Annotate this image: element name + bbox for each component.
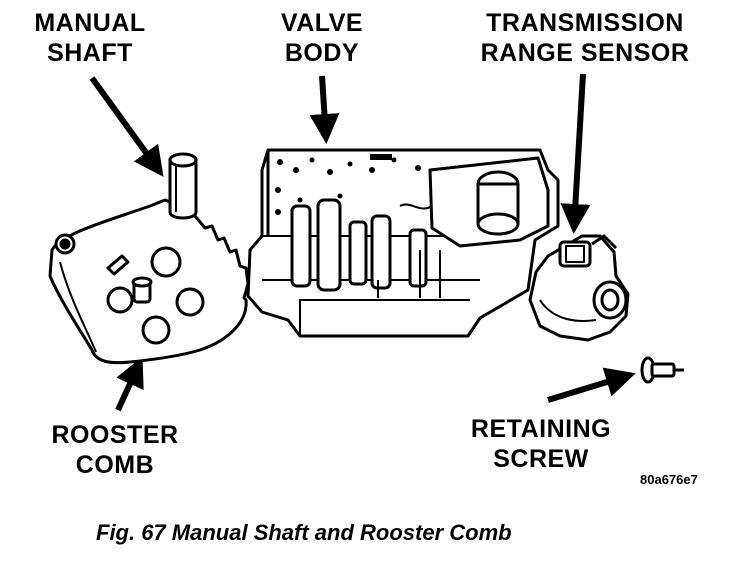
- figure-caption: Fig. 67 Manual Shaft and Rooster Comb: [96, 520, 512, 545]
- transmission-range-sensor: [528, 234, 630, 342]
- label-rooster-comb: ROOSTER COMB: [40, 420, 190, 480]
- arrow-manual-shaft: [89, 76, 164, 177]
- valve-body: [246, 148, 560, 338]
- label-retaining-screw: RETAINING SCREW: [456, 414, 626, 474]
- label-retaining-screw-line1: RETAINING: [470, 415, 612, 443]
- label-transmission-range-sensor: TRANSMISSION RANGE SENSOR: [470, 8, 700, 68]
- rooster-comb: [48, 198, 250, 365]
- leader-arrows: [89, 73, 636, 412]
- label-range-sensor-line1: TRANSMISSION: [486, 9, 684, 37]
- label-rooster-comb-line1: ROOSTER: [51, 421, 179, 449]
- arrow-retaining-screw: [547, 367, 636, 403]
- manual-shaft: [168, 152, 198, 220]
- label-retaining-screw-line2: SCREW: [493, 445, 589, 473]
- label-valve-body-line2: BODY: [284, 39, 360, 67]
- figure-code: 80a676e7: [640, 472, 698, 487]
- arrow-rooster-comb: [115, 356, 144, 412]
- label-valve-body-line1: VALVE: [280, 9, 364, 37]
- label-rooster-comb-line2: COMB: [75, 451, 155, 479]
- arrow-valve-body: [309, 75, 340, 144]
- label-range-sensor-line2: RANGE SENSOR: [480, 39, 690, 67]
- label-valve-body: VALVE BODY: [262, 8, 382, 68]
- arrow-range-sensor: [560, 73, 591, 234]
- label-manual-shaft: MANUAL SHAFT: [20, 8, 160, 68]
- label-manual-shaft-line1: MANUAL: [34, 9, 146, 37]
- retaining-screw: [640, 356, 684, 384]
- label-manual-shaft-line2: SHAFT: [47, 39, 133, 67]
